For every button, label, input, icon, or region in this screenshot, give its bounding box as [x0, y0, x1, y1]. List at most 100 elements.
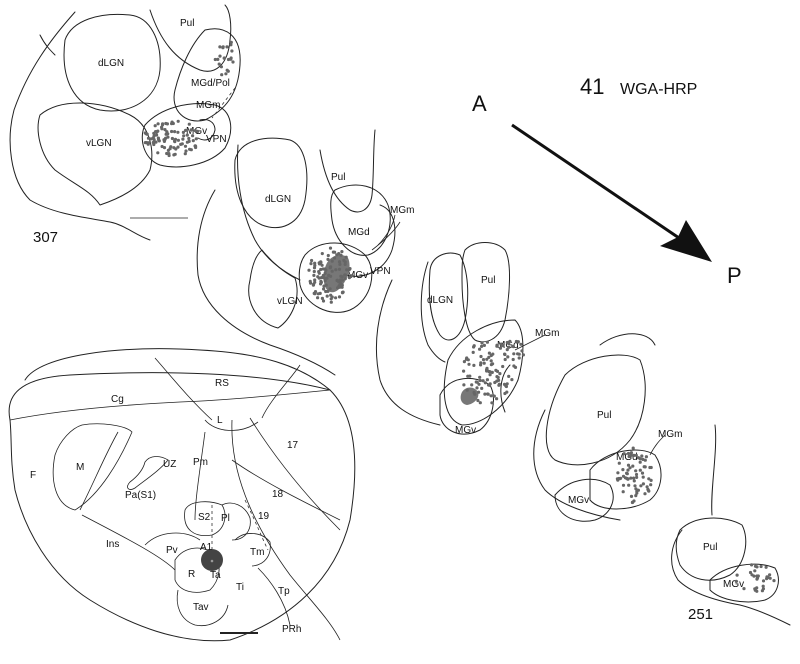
labeled-cell-dot — [642, 465, 646, 469]
labeled-cell-dot — [213, 57, 217, 62]
labeled-cell-dot — [467, 362, 471, 366]
labeled-cell-dot — [501, 344, 505, 348]
label-mgm: MGm — [535, 328, 559, 339]
labeled-cell-dot — [176, 145, 180, 149]
labeled-cell-dot — [478, 375, 482, 379]
labeled-cell-dot — [514, 339, 519, 344]
labeled-cell-dot — [638, 468, 642, 472]
labeled-cell-dot — [338, 278, 342, 282]
labeled-cell-dot — [331, 250, 335, 254]
labeled-cell-dot — [155, 133, 159, 137]
labeled-cell-dot — [753, 564, 758, 568]
labeled-cell-dot — [322, 276, 326, 280]
label-s2: S2 — [198, 512, 211, 523]
labeled-cell-dot — [191, 134, 195, 138]
labeled-cell-dot — [317, 271, 321, 275]
labeled-cell-dot — [485, 340, 489, 344]
labeled-cell-dot — [193, 144, 197, 148]
label-dlgn: dLGN — [265, 194, 291, 205]
section-3: Pul dLGN MGm MGd MGv — [375, 242, 559, 436]
labeled-cell-dot — [617, 461, 621, 465]
labeled-cell-dot — [480, 386, 484, 390]
label-18: 18 — [272, 489, 284, 500]
label-r: R — [188, 569, 195, 580]
labeled-cell-dot — [179, 142, 183, 146]
labeled-cell-dot — [350, 274, 354, 278]
labeled-cell-dot — [647, 489, 651, 493]
labeled-cell-dot — [343, 262, 347, 266]
labeled-cell-dot — [489, 359, 493, 363]
labeled-cell-dot — [339, 274, 343, 278]
labeled-cell-dot — [226, 57, 231, 62]
labeled-cell-dot — [329, 297, 333, 301]
label-dlgn: dLGN — [427, 295, 453, 306]
labeled-cell-dot — [761, 579, 766, 583]
label-pul: Pul — [597, 410, 611, 421]
labeled-cell-dot — [156, 122, 160, 126]
labeled-cell-dot — [735, 573, 739, 577]
labeled-cell-dot — [512, 352, 516, 356]
labeled-cell-dot — [146, 136, 151, 140]
labeled-cell-dot — [479, 354, 483, 359]
labeled-cell-dot — [326, 253, 330, 258]
labeled-cell-dot — [761, 584, 765, 588]
labeled-cell-dot — [154, 130, 158, 134]
posterior-label: P — [727, 263, 742, 288]
section-number: 307 — [33, 229, 58, 246]
labeled-cell-dot — [510, 378, 514, 382]
labeled-cell-dot — [143, 141, 147, 145]
labeled-cell-dot — [750, 563, 754, 567]
labeled-cell-dot — [755, 577, 759, 581]
section-251: Pul MGv 251 — [671, 424, 791, 626]
labeled-cell-dot — [319, 279, 323, 283]
labeled-cells — [462, 339, 526, 405]
cortex-map: RS Cg L 17 M UZ Pm F Pa(S1) 18 S2 Pl 19 … — [8, 348, 356, 642]
label-mgd: MGd — [497, 340, 519, 351]
label-a1: A1 — [200, 542, 213, 553]
labeled-cell-dot — [173, 137, 178, 141]
labeled-cell-dot — [462, 369, 466, 373]
labeled-cell-dot — [513, 365, 518, 369]
labeled-cell-dot — [759, 564, 763, 569]
labeled-cell-dot — [481, 379, 485, 383]
labeled-cell-dot — [634, 469, 638, 473]
label-mgm: MGm — [390, 205, 414, 216]
labeled-cell-dot — [766, 575, 770, 580]
labeled-cell-dot — [634, 453, 638, 457]
labeled-cell-dot — [319, 267, 323, 272]
label-mgm: MGm — [658, 429, 682, 440]
label-pul: Pul — [180, 18, 194, 29]
labeled-cell-dot — [478, 378, 482, 383]
labeled-cell-dot — [629, 476, 633, 480]
labeled-cell-dot — [313, 278, 317, 282]
labeled-cell-dot — [495, 343, 499, 347]
labeled-cell-dot — [329, 265, 333, 269]
labeled-cell-dot — [511, 357, 515, 362]
labeled-cell-dot — [163, 128, 167, 132]
labeled-cell-dot — [337, 295, 342, 299]
labeled-cell-dot — [187, 136, 191, 141]
labeled-cell-dot — [338, 262, 342, 266]
labeled-cell-dot — [519, 342, 523, 346]
injection-center — [210, 559, 214, 563]
labeled-cell-dot — [219, 65, 223, 69]
labeled-cell-dot — [625, 472, 629, 476]
labeled-cell-dot — [465, 388, 469, 392]
labeled-cell-dot — [231, 60, 235, 64]
label-uz: UZ — [163, 459, 176, 470]
labeled-cell-dot — [466, 358, 470, 362]
labeled-cell-dot — [329, 293, 333, 297]
labeled-cell-dot — [322, 287, 326, 291]
labeled-cell-dot — [320, 252, 324, 256]
labeled-cell-dot — [161, 122, 165, 126]
labeled-cell-dot — [326, 257, 330, 261]
labeled-cell-dot — [485, 369, 489, 373]
labeled-cell-dot — [312, 269, 316, 274]
labeled-cell-dot — [485, 378, 489, 382]
labeled-cell-dot — [340, 290, 345, 294]
labeled-cell-dot — [343, 273, 347, 277]
labeled-cell-dot — [503, 352, 507, 356]
labeled-cell-dot — [229, 56, 233, 60]
labeled-cell-dot — [490, 401, 494, 405]
